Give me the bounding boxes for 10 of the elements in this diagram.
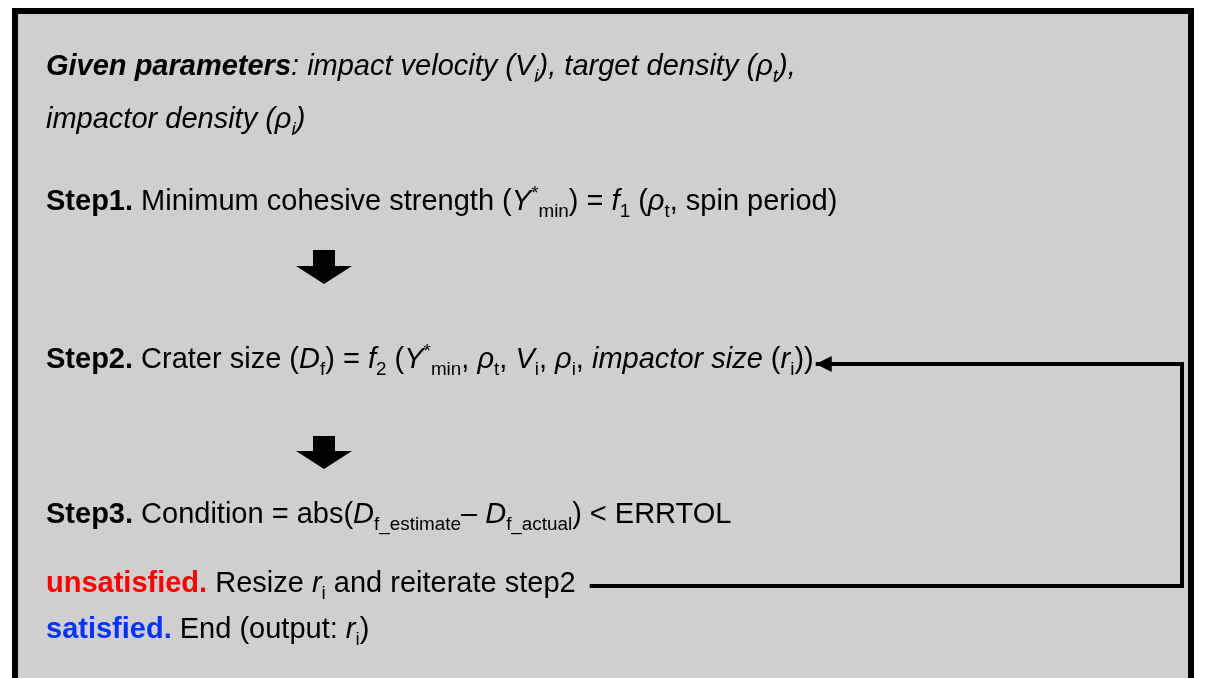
step-text: unsatisfied. Resize r$_{i}$ and reiterate step2 (46, 565, 576, 606)
step-text: Step1. Minimum cohesive strength (Y$^{*}$$_{min}$) = f$_{1}$ (ρ$_{t}$, spin period) (46, 181, 838, 224)
step-text: Step3. Condition = abs(D$_{f_estimate}$– D$_{f_actual}$) < ERRTOL (46, 496, 732, 537)
block-arrow (296, 436, 352, 469)
feedback-arrow (589, 356, 1184, 588)
panel-background (12, 8, 1194, 678)
block-arrow (296, 250, 352, 284)
step-text: satisfied. End (output: r$_{i}$) (46, 611, 370, 652)
step-text: Step2. Crater size (D$_{f}$) = f$_{2}$ (Y$^{*}$$_{min}$, ρ$_{t}$, V$_{i}$, ρ$_{i}$, impactor size (r$_{i}$)) (46, 339, 814, 382)
parameters-text: Given parameters: impact velocity (V$_{i}$), target density (ρ$_{t}$), impactor density (ρ$_{i}$) (46, 48, 797, 141)
